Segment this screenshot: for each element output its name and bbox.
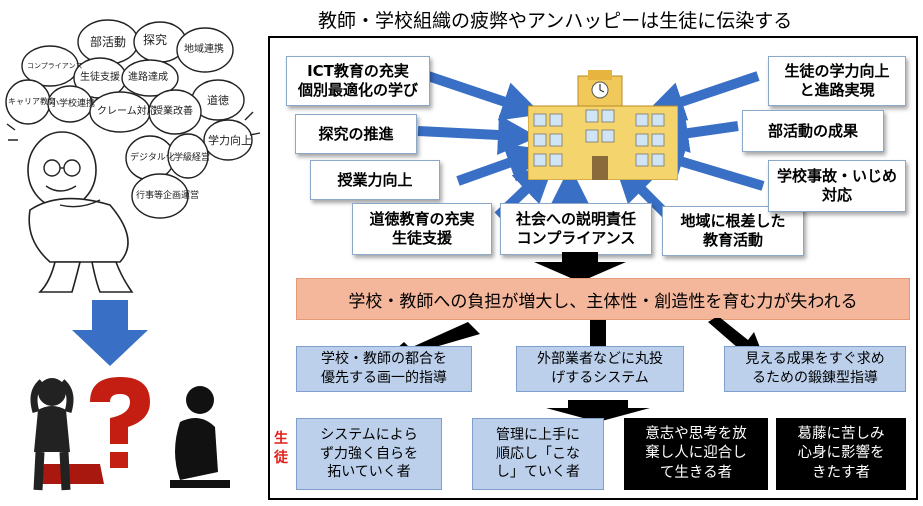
distressed-students-illustration [30,377,230,491]
outcome-label: 葛藤に苦しみ 心身に影響を きたす者 [797,425,885,481]
students-label: 生 徒 [274,431,288,466]
down-arrow-icon [72,300,148,366]
demand-label: 部活動の成果 [767,121,858,140]
stressed-teacher-illustration [5,19,261,293]
demand-moral: 道徳教育の充実 生徒支援 [352,203,492,255]
outcome-label: システムによら ず力強く自らを 拓いていく者 [320,426,418,481]
demand-label: ICT教育の充実 個別最適化の学び [297,62,418,99]
bubble-label: 小学校連携 [50,97,95,109]
bubble-label: コンプライアンス [27,62,82,70]
demand-ict: ICT教育の充実 個別最適化の学び [286,56,430,106]
consequence-label: 学校・教師の都合を 優先する画一的指導 [321,351,447,386]
bubble-label: キャリア教育 [8,96,56,106]
diagram-frame [268,36,918,500]
bubble-label: 部活動 [90,34,126,49]
black-down-arrow-icon [534,252,626,282]
demand-club: 部活動の成果 [742,110,884,152]
consequence-outsourcing: 外部業者などに丸投 げするシステム [516,346,684,392]
demand-label: 学校事故・いじめ 対応 [776,167,897,204]
bubble-label: クレーム対応 [97,104,157,117]
demand-label: 地域に根差した 教育活動 [680,212,786,249]
outcome-self-directed: システムによら ず力強く自らを 拓いていく者 [296,418,442,490]
consequence-uniform-guidance: 学校・教師の都合を 優先する画一的指導 [296,346,472,392]
demand-lesson: 授業力向上 [310,160,440,200]
consequence-label: 外部業者などに丸投 げするシステム [537,351,663,386]
consequence-drill-guidance: 見える成果をすぐ求め るための鍛錬型指導 [724,346,906,392]
bubble-label: 生徒支援 [80,70,120,83]
bubble-label: 進路達成 [128,70,168,83]
demand-label: 授業力向上 [337,170,413,189]
outcome-suffering: 葛藤に苦しみ 心身に影響を きたす者 [776,418,906,490]
bubble-label: 道徳 [207,93,229,107]
consequence-label: 見える成果をすぐ求め るための鍛錬型指導 [745,351,885,386]
bubble-label: デジタル化 [130,151,175,163]
outcome-label: 意志や思考を放 棄し人に迎合し て生きる者 [645,425,747,481]
bubble-label: 行事等企画運営 [136,189,199,201]
thought-bubble-notes: 部活動 探究 地域連携 コンプライアンス 生徒支援 進路達成 キャリア教育 小学… [8,32,252,201]
demand-label: 道徳教育の充実 生徒支援 [369,210,475,247]
outcome-conforming: 意志や思考を放 棄し人に迎合し て生きる者 [624,418,768,490]
outcome-label: 管理に上手に 順応し「こな し」ていく者 [496,426,580,481]
demand-accident: 学校事故・いじめ 対応 [768,160,906,212]
demand-community: 地域に根差した 教育活動 [662,206,804,256]
demand-label: 探究の推進 [318,124,394,143]
burden-text: 学校・教師への負担が増大し、主体性・創造性を育む力が失われる [348,291,858,312]
bubble-label: 学級経営 [174,151,210,163]
page-title: 教師・学校組織の疲弊やアンハッピーは生徒に伝染する [318,10,793,32]
burden-banner: 学校・教師への負担が増大し、主体性・創造性を育む力が失われる [296,278,910,320]
bubble-label: 探究 [143,32,167,47]
school-building-icon [528,70,678,180]
demand-accountability: 社会への説明責任 コンプライアンス [500,203,652,255]
bubble-label: 学力向上 [208,133,252,147]
demand-inquiry: 探究の推進 [295,114,417,154]
demand-label: 社会への説明責任 コンプライアンス [515,210,636,247]
demand-label: 生徒の学力向上 と進路実現 [784,62,890,99]
bubble-label: 授業改善 [153,104,193,117]
bubble-label: 地域連携 [184,42,224,55]
demand-academic: 生徒の学力向上 と進路実現 [768,56,906,106]
outcome-adaptive: 管理に上手に 順応し「こな し」ていく者 [472,418,604,490]
